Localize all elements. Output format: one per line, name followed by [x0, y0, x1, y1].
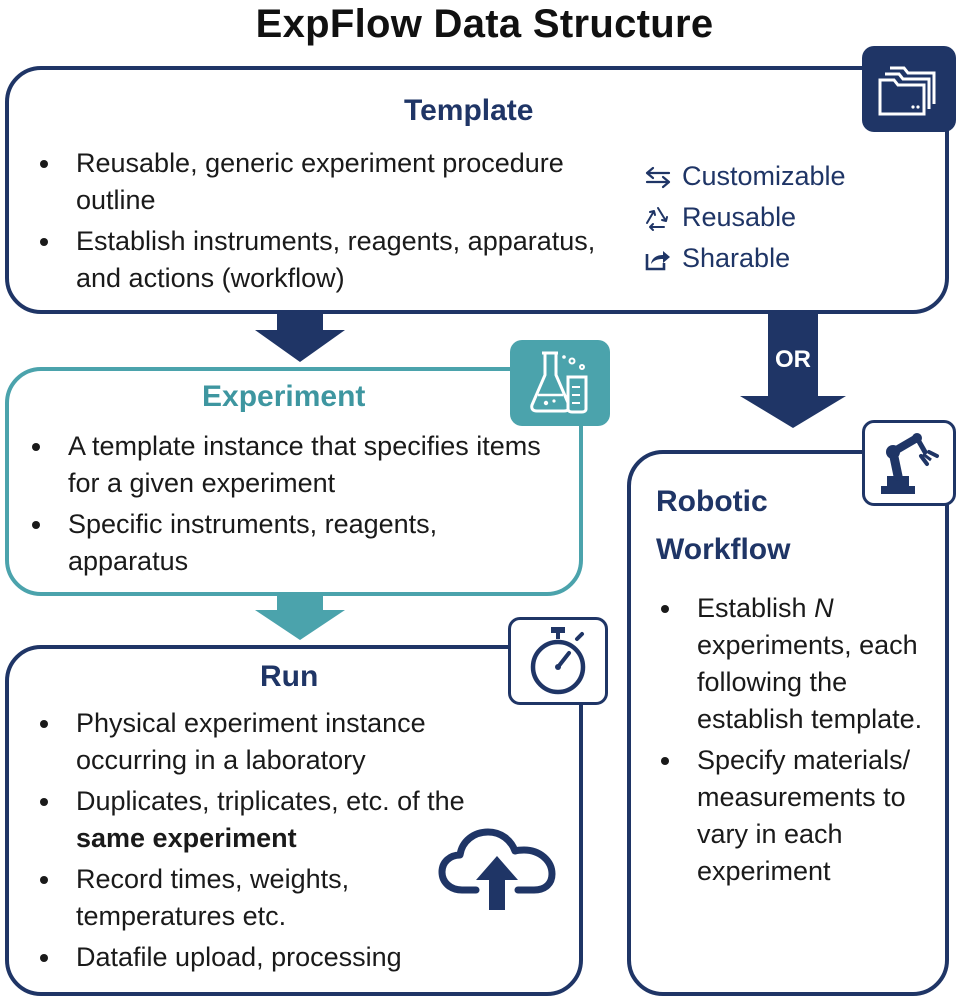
list-item: Specific instruments, reagents, apparatu…: [30, 506, 560, 580]
list-item: Establish instruments, reagents, apparat…: [38, 223, 598, 297]
robotic-bullets: Establish N experiments, each following …: [659, 590, 929, 894]
share-icon: [645, 250, 670, 270]
list-item: Datafile upload, processing: [38, 939, 508, 976]
list-item-text: Establish: [697, 593, 815, 623]
robotic-title-line2: Workflow: [656, 533, 791, 566]
feature-reusable: Reusable: [642, 197, 846, 238]
experiment-box: [5, 367, 583, 596]
variable-n: N: [814, 593, 834, 623]
experiment-title: Experiment: [202, 380, 366, 413]
stopwatch-icon: [530, 627, 586, 695]
feature-label: Customizable: [682, 161, 846, 191]
or-label: OR: [775, 346, 811, 373]
list-item-text: experiments, each following the establis…: [697, 630, 923, 734]
template-title: Template: [404, 94, 534, 127]
arrow-template-to-robotic: [740, 314, 846, 428]
feature-label: Sharable: [682, 243, 791, 273]
folders-icon: [878, 66, 936, 116]
swap-arrows-icon: [645, 166, 671, 188]
template-box: [5, 66, 949, 314]
diagram-title: ExpFlow Data Structure: [255, 2, 714, 46]
robot-arm-icon: [881, 433, 939, 494]
experiment-badge: [510, 340, 610, 426]
emphasis-text: same experiment: [76, 823, 297, 853]
arrow-template-to-experiment: [255, 314, 345, 362]
list-item: Reusable, generic experiment procedure o…: [38, 145, 598, 219]
run-badge: [508, 617, 608, 705]
list-item: Specify materials/ measurements to vary …: [659, 742, 929, 890]
robotic-workflow-box: [627, 450, 949, 996]
run-title: Run: [260, 660, 319, 693]
feature-label: Reusable: [682, 202, 797, 232]
feature-sharable: Sharable: [642, 238, 846, 279]
list-item: A template instance that specifies items…: [30, 428, 560, 502]
template-badge: [862, 46, 956, 132]
recycle-icon: [646, 206, 668, 231]
list-item: Record times, weights, temperatures etc.: [38, 861, 508, 935]
list-item: Duplicates, triplicates, etc. of the sam…: [38, 783, 508, 857]
arrow-experiment-to-run: [255, 596, 345, 640]
experiment-bullets: A template instance that specifies items…: [30, 428, 560, 584]
robotic-badge: [862, 420, 956, 506]
run-box: [5, 645, 583, 996]
list-item: Physical experiment instance occurring i…: [38, 705, 508, 779]
lab-flasks-icon: [530, 351, 588, 414]
run-bullets: Physical experiment instance occurring i…: [38, 705, 508, 980]
list-item-text: Duplicates, triplicates, etc. of the: [76, 786, 465, 816]
template-bullets: Reusable, generic experiment procedure o…: [38, 145, 598, 301]
cloud-upload-icon: [438, 828, 556, 910]
robotic-workflow-title: Robotic Workflow: [656, 478, 790, 574]
robotic-title-line1: Robotic: [656, 485, 768, 518]
template-features: Customizable Reusable Sharable: [642, 156, 846, 279]
feature-customizable: Customizable: [642, 156, 846, 197]
list-item: Establish N experiments, each following …: [659, 590, 929, 738]
